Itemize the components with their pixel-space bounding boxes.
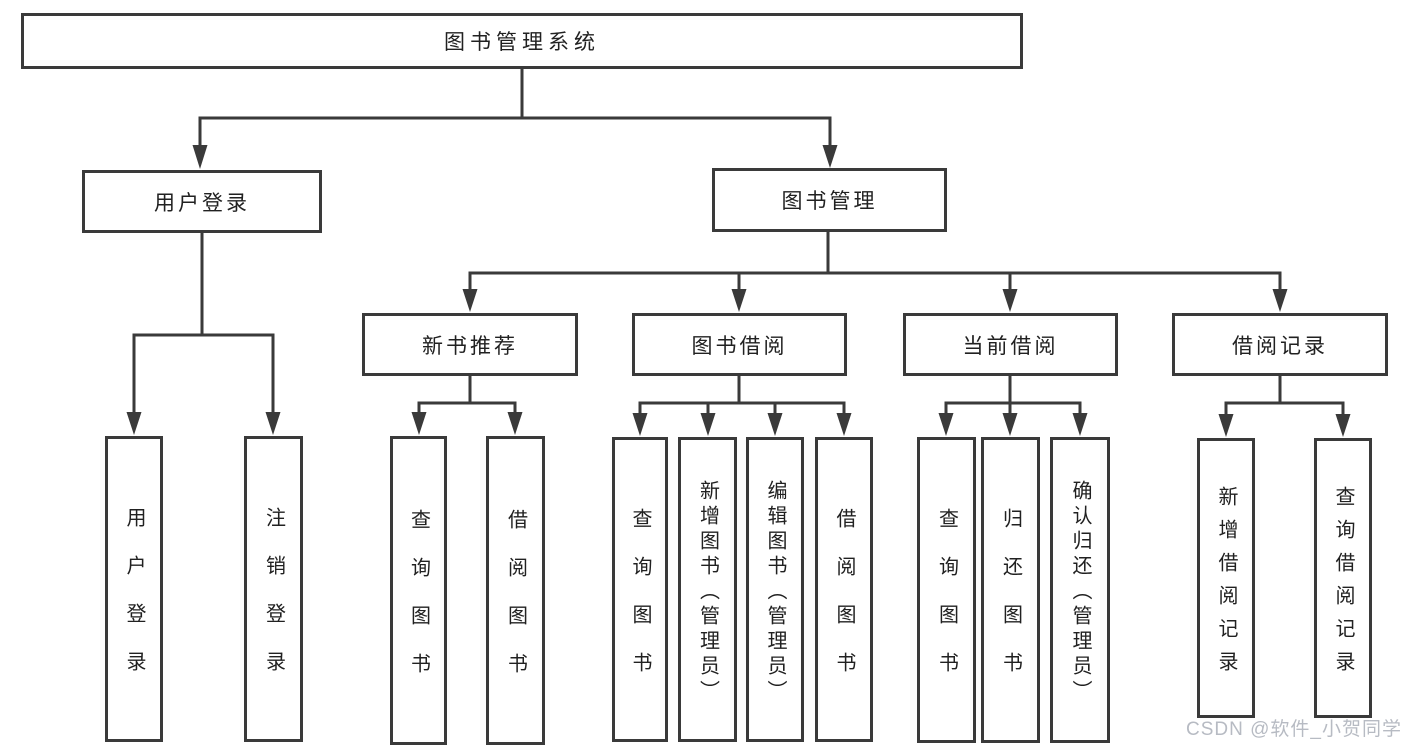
leaf-query-borrow-record: 查询借阅记录 [1314, 438, 1372, 718]
node-current-borrow: 当前借阅 [903, 313, 1118, 376]
edge-book-management-to-level3 [468, 232, 1282, 290]
leaf-return-book: 归还图书 [981, 437, 1040, 743]
node-user-login: 用户登录 [82, 170, 322, 233]
leaf-user-login: 用户登录 [105, 436, 163, 742]
leaf-add-book-admin: 新增图书（管理员） [678, 437, 737, 742]
node-library-management-system: 图书管理系统 [21, 13, 1023, 69]
arrowhead-leaves [126, 412, 1351, 437]
watermark: CSDN @软件_小贺同学 [1186, 719, 1402, 740]
leaf-query-books-recommend: 查询图书 [390, 436, 447, 745]
leaf-add-borrow-record: 新增借阅记录 [1197, 438, 1255, 718]
leaf-borrow-books: 借阅图书 [815, 437, 873, 742]
edge-new-book-to-children [417, 376, 517, 413]
leaf-query-books-current: 查询图书 [917, 437, 976, 743]
leaf-query-books-borrow: 查询图书 [612, 437, 668, 742]
node-book-borrow: 图书借阅 [632, 313, 847, 376]
leaf-confirm-return-admin: 确认归还（管理员） [1050, 437, 1110, 743]
edge-book-borrow-to-children [638, 376, 846, 414]
node-borrow-records: 借阅记录 [1172, 313, 1388, 376]
node-book-management: 图书管理 [712, 168, 947, 232]
leaf-logout: 注销登录 [244, 436, 303, 742]
leaf-edit-book-admin: 编辑图书（管理员） [746, 437, 804, 742]
edge-user-login-to-children [132, 233, 275, 413]
edge-current-borrow-to-children [944, 376, 1082, 414]
leaf-borrow-books-recommend: 借阅图书 [486, 436, 545, 745]
edge-root-to-level2 [198, 69, 832, 146]
arrowhead-level3 [462, 289, 1288, 312]
node-new-book-recommend: 新书推荐 [362, 313, 578, 376]
arrowhead-level2 [192, 145, 838, 169]
edge-borrow-records-to-children [1224, 376, 1345, 415]
